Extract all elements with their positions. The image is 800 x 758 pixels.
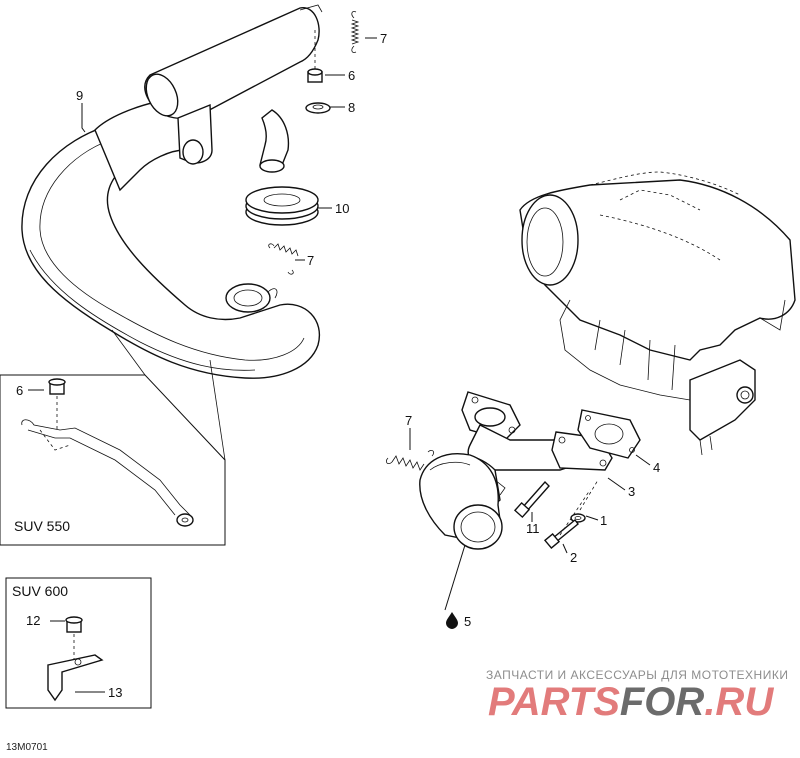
- inset-suv-550: [0, 329, 226, 546]
- callout-leaders: [81, 37, 651, 611]
- callout-6: 6: [348, 68, 355, 83]
- callout-2: 2: [570, 550, 577, 565]
- inset-600-callout-12: 12: [26, 613, 40, 628]
- callout-10: 10: [335, 201, 349, 216]
- spring-part-7-middle: [268, 243, 299, 275]
- engine-illustration: [519, 171, 796, 456]
- washer-part-8: [305, 102, 331, 114]
- inset-suv-600: [5, 577, 152, 709]
- callout-7-top: 7: [380, 31, 387, 46]
- oil-drop-icon: [446, 612, 458, 629]
- sleeve-part-5: [419, 453, 503, 550]
- callout-9: 9: [76, 88, 83, 103]
- figure-code: 13M0701: [6, 742, 48, 753]
- screw-part-11: [513, 480, 550, 519]
- spring-part-7-top: [350, 11, 360, 53]
- inset-550-label: SUV 550: [14, 518, 70, 534]
- inset-550-callout-6: 6: [16, 383, 23, 398]
- spring-part-7-manifold: [385, 449, 435, 471]
- muffler-illustration: [21, 4, 323, 379]
- watermark-logo-parts: PARTS: [488, 680, 620, 724]
- watermark: ЗАПЧАСТИ И АКСЕССУАРЫ ДЛЯ МОТОТЕХНИКИ PA…: [486, 668, 788, 724]
- bolt-part-6: [307, 68, 323, 83]
- callout-11: 11: [526, 521, 540, 536]
- callout-5: 5: [464, 614, 471, 629]
- callout-7-manifold: 7: [405, 413, 412, 428]
- watermark-logo: PARTSFOR.RU: [488, 680, 774, 724]
- screw-part-2: [543, 518, 579, 550]
- watermark-logo-ru: .RU: [704, 680, 774, 724]
- watermark-tagline: ЗАПЧАСТИ И АКСЕССУАРЫ ДЛЯ МОТОТЕХНИКИ: [486, 668, 788, 682]
- gasket-part-4: [577, 409, 641, 459]
- callout-4: 4: [653, 460, 660, 475]
- grommet-part-10: [245, 186, 319, 226]
- watermark-logo-for: FOR: [620, 680, 705, 724]
- callout-3: 3: [628, 484, 635, 499]
- callout-8: 8: [348, 100, 355, 115]
- callout-1: 1: [600, 513, 607, 528]
- inset-600-callout-13: 13: [108, 685, 122, 700]
- inset-600-label: SUV 600: [12, 583, 68, 599]
- callout-7-middle: 7: [307, 253, 314, 268]
